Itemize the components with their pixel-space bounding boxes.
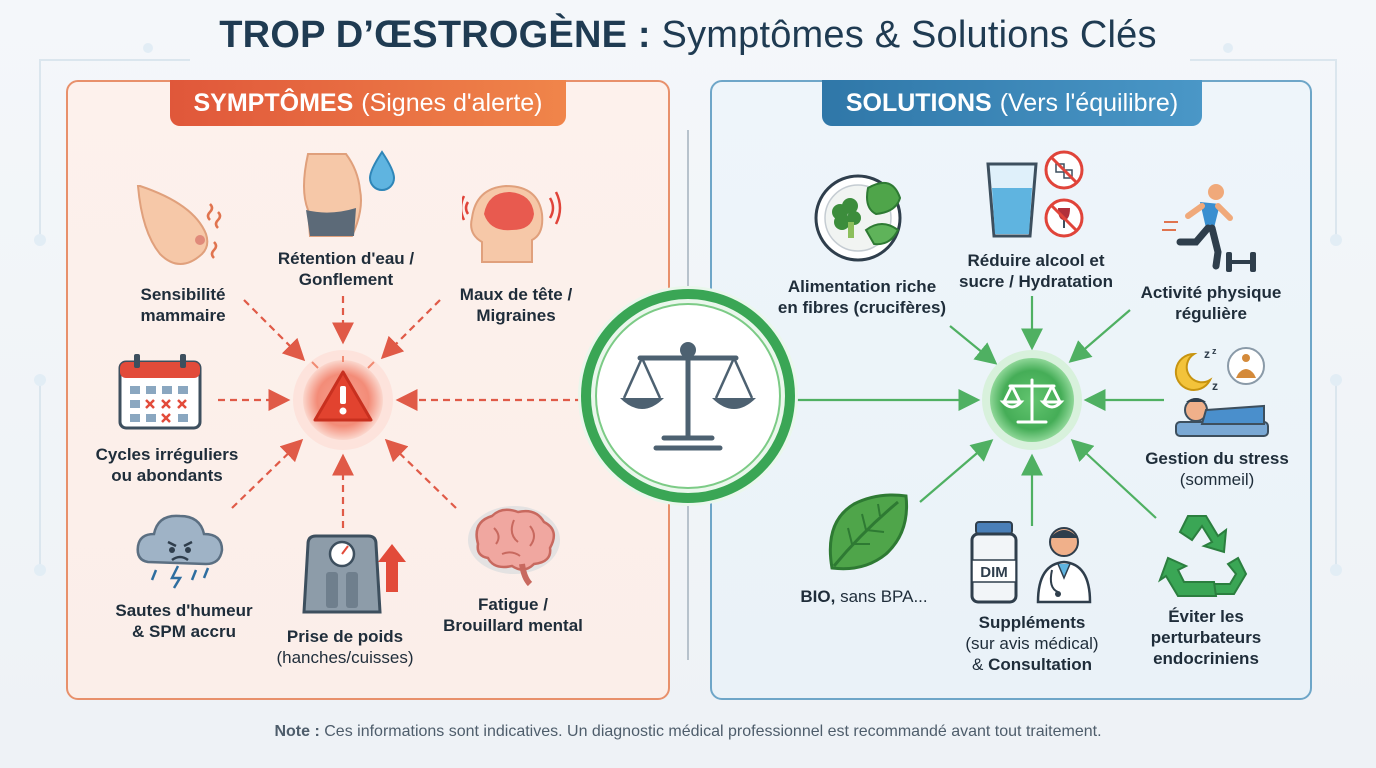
activity-line-1: Activité physique	[1140, 283, 1282, 302]
headache-line-2: Migraines	[476, 306, 556, 325]
solution-bio-label: BIO, sans BPA...	[786, 586, 942, 607]
weight-line-2: (hanches/cuisses)	[276, 648, 414, 667]
balance-scale-icon	[578, 286, 798, 506]
alcohol-line-2: sucre / Hydratation	[959, 272, 1113, 291]
decorative-lines	[39, 59, 1337, 570]
brain-fog-icon	[468, 506, 560, 587]
note-text: Ces informations sont indicatives. Un di…	[324, 723, 1102, 740]
symptoms-heading-bold: SYMPTÔMES	[193, 88, 354, 117]
disruptors-line-2: perturbateurs	[1150, 628, 1262, 647]
solutions-heading-bold: SOLUTIONS	[845, 88, 992, 117]
cycles-line-1: Cycles irréguliers	[95, 445, 239, 464]
supplements-line-2: (sur avis médical)	[965, 634, 1099, 653]
symptoms-heading: SYMPTÔMES (Signes d'alerte)	[170, 80, 566, 126]
solution-supplements-label: Suppléments (sur avis médical) & Consult…	[946, 612, 1118, 675]
mood-line-1: Sautes d'humeur	[115, 601, 253, 620]
calendar-icon	[118, 354, 202, 430]
weight-line-1: Prise de poids	[286, 627, 404, 646]
bio-line-1: BIO,	[800, 587, 836, 606]
svg-text:z: z	[1204, 347, 1210, 361]
disruptors-line-3: endocriniens	[1153, 649, 1259, 668]
note-label: Note :	[274, 723, 320, 740]
symptom-mood-label: Sautes d'humeur & SPM accru	[96, 600, 272, 642]
water-line-2: Gonflement	[298, 270, 394, 289]
solution-alcohol-label: Réduire alcool et sucre / Hydratation	[946, 250, 1126, 292]
solution-activity-label: Activité physique régulière	[1128, 282, 1294, 324]
disruptors-line-1: Éviter les	[1168, 607, 1244, 626]
fiber-plate-icon	[814, 174, 902, 262]
breast-line-1: Sensibilité	[140, 285, 226, 304]
fiber-line-2: en fibres (crucifères)	[777, 298, 947, 317]
solutions-heading: SOLUTIONS (Vers l'équilibre)	[822, 80, 1202, 126]
supplements-line-3: &	[972, 655, 984, 674]
svg-text:z: z	[1212, 379, 1218, 393]
recycle-icon	[1158, 515, 1248, 597]
activity-line-2: régulière	[1175, 304, 1247, 323]
fatigue-line-2: Brouillard mental	[443, 616, 583, 635]
symptom-headache-label: Maux de tête / Migraines	[440, 284, 592, 326]
solution-fiber-label: Alimentation riche en fibres (crucifères…	[772, 276, 952, 318]
mood-line-2: & SPM accru	[132, 622, 236, 641]
bio-line-2: sans BPA...	[840, 587, 928, 606]
water-retention-icon	[303, 150, 396, 237]
cycles-line-2: ou abondants	[111, 466, 223, 485]
headache-line-1: Maux de tête /	[459, 285, 573, 304]
water-line-1: Rétention d'eau /	[277, 249, 415, 268]
leaf-icon	[828, 493, 909, 571]
symptom-water-label: Rétention d'eau / Gonflement	[258, 248, 434, 290]
fatigue-line-1: Fatigue /	[478, 595, 548, 614]
solution-stress-label: Gestion du stress (sommeil)	[1134, 448, 1300, 490]
supplements-line-1: Suppléments	[978, 613, 1086, 632]
scale-weight-icon	[302, 534, 406, 614]
decorative-dots	[34, 43, 1342, 576]
solution-disruptors-label: Éviter les perturbateurs endocriniens	[1124, 606, 1288, 669]
symptoms-heading-light: (Signes d'alerte)	[361, 88, 543, 117]
alcohol-line-1: Réduire alcool et	[967, 251, 1105, 270]
svg-text:z: z	[1212, 346, 1217, 356]
title-rest: Symptômes & Solutions Clés	[661, 14, 1157, 56]
water-glass-icon	[986, 150, 1084, 238]
balance-icon	[982, 350, 1082, 450]
dim-jar-label: DIM	[980, 564, 1008, 581]
supplements-line-4: Consultation	[988, 655, 1092, 674]
stress-line-2: (sommeil)	[1179, 470, 1255, 489]
symptom-breast-label: Sensibilité mammaire	[106, 284, 260, 326]
breast-line-2: mammaire	[140, 306, 226, 325]
title-bold: TROP D’ŒSTROGÈNE :	[219, 14, 651, 56]
fiber-line-1: Alimentation riche	[787, 277, 937, 296]
stress-line-1: Gestion du stress	[1145, 449, 1289, 468]
warning-triangle-icon	[293, 350, 393, 450]
supplements-doctor-icon: DIM	[970, 521, 1092, 604]
breast-icon	[136, 185, 222, 265]
sleep-meditation-icon: z z z	[1174, 346, 1269, 437]
storm-cloud-icon	[136, 514, 224, 589]
footer-note: Note : Ces informations sont indicatives…	[0, 723, 1376, 741]
headache-icon	[462, 184, 562, 263]
solution-arrows	[790, 296, 1164, 526]
symptom-weight-label: Prise de poids (hanches/cuisses)	[262, 626, 428, 668]
symptom-cycles-label: Cycles irréguliers ou abondants	[80, 444, 254, 486]
solutions-heading-light: (Vers l'équilibre)	[999, 88, 1179, 117]
symptom-arrows	[218, 296, 582, 528]
symptom-fatigue-label: Fatigue / Brouillard mental	[432, 594, 594, 636]
page-title: TROP D’ŒSTROGÈNE : Symptômes & Solutions…	[0, 14, 1376, 57]
running-icon	[1162, 184, 1256, 272]
